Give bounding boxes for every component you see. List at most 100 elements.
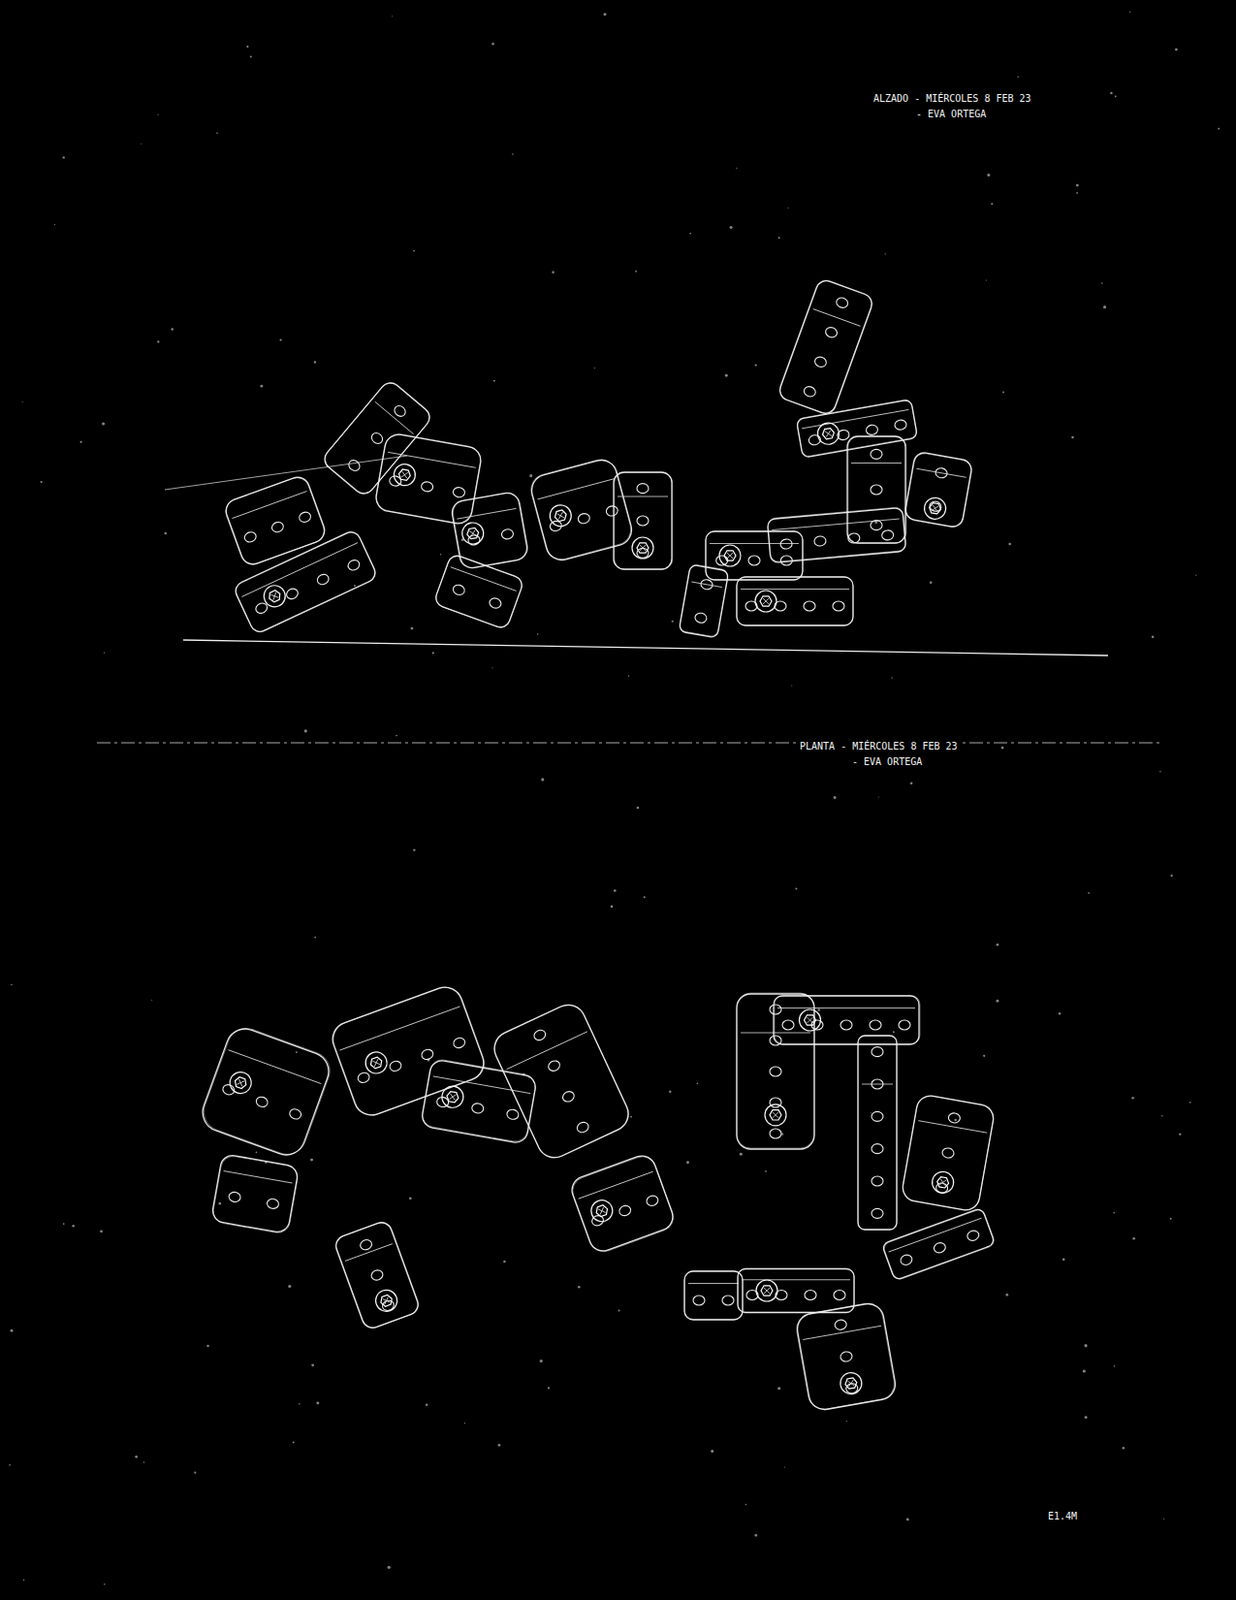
speck (71, 1224, 75, 1228)
bolt-hole (769, 1097, 782, 1108)
speck (1112, 1211, 1115, 1214)
speck (1170, 874, 1173, 877)
plate-outline (857, 1035, 897, 1230)
plate-outline (433, 552, 525, 630)
speck (170, 327, 173, 330)
speck (784, 1466, 786, 1468)
washer (260, 581, 289, 610)
washer (226, 1068, 254, 1096)
bolt-hole (824, 325, 839, 340)
fold-line (375, 401, 414, 434)
speck (1071, 436, 1075, 440)
bolt-hole (865, 423, 880, 436)
fold-line (507, 1031, 588, 1070)
washer (719, 544, 741, 567)
speck (409, 1197, 412, 1201)
meccano-plate (766, 507, 907, 564)
plate-outline (198, 1022, 336, 1160)
bolt-hole (501, 528, 515, 540)
bolt-hole (576, 511, 591, 525)
speck (777, 1386, 781, 1390)
fold-line (740, 588, 850, 590)
speck (54, 223, 56, 225)
fold-line (617, 496, 668, 498)
meccano-plate (684, 1269, 743, 1320)
plate-outline (766, 507, 906, 563)
bolt-hole (420, 1047, 436, 1062)
bolt-hole (893, 418, 908, 431)
bolt-hole (948, 1111, 962, 1124)
plate-outline (794, 1300, 898, 1412)
speck (412, 848, 415, 851)
bolt-hole (488, 596, 504, 610)
meccano-plate (795, 398, 918, 458)
nut (760, 596, 772, 606)
speck (103, 651, 105, 653)
bolt-hole (636, 483, 649, 494)
meccano-plate (568, 1151, 678, 1256)
plate-outline (857, 1035, 897, 1230)
speck (151, 999, 153, 1001)
bolt-hole (532, 1027, 547, 1042)
speck (491, 42, 495, 46)
speck (140, 143, 142, 145)
speck (492, 666, 494, 668)
speck (725, 374, 729, 378)
meccano-plate (449, 490, 530, 570)
speck (910, 781, 914, 785)
nut (267, 589, 283, 603)
speck (1132, 1236, 1136, 1240)
plate-outline (197, 1023, 335, 1161)
speck (295, 1050, 298, 1053)
sheet-note: ALZADO - MIÉRCOLES 8 FEB 23 (870, 93, 1035, 105)
washer (838, 1370, 863, 1395)
plate-outline (568, 1151, 677, 1255)
plate-outline (684, 1270, 743, 1320)
bolt-hole (780, 538, 793, 550)
plate-outline (848, 436, 907, 543)
plate-outline (433, 553, 525, 631)
bolt-hole (769, 1066, 782, 1077)
bolt-hole (965, 1228, 981, 1242)
bolt-hole (297, 510, 313, 525)
speck (1001, 746, 1005, 750)
fold-line (888, 1217, 983, 1252)
bolt-hole (898, 1019, 911, 1030)
plate-outline (488, 998, 634, 1163)
bolt-hole (452, 486, 467, 499)
fold-line (433, 1076, 531, 1094)
fold-line (741, 1278, 851, 1280)
bolt-hole (346, 558, 361, 572)
speck (1008, 542, 1012, 546)
bolt-hole (694, 611, 708, 624)
nut (398, 468, 412, 480)
screw-slot (931, 505, 939, 512)
screw-slot (763, 1287, 770, 1294)
speck (1087, 891, 1090, 894)
speck (99, 1229, 103, 1233)
fold-line (450, 567, 517, 592)
fold-line (777, 1007, 916, 1009)
speck (314, 936, 317, 939)
plate-outline (332, 1219, 421, 1331)
speck (255, 1151, 258, 1154)
plate-outline (527, 455, 634, 563)
bolt-hole (604, 505, 619, 518)
washer (816, 420, 841, 445)
bolt-hole (546, 1058, 562, 1073)
meccano-plate (776, 277, 875, 416)
plate-outline (488, 999, 634, 1164)
screw-slot (372, 1058, 381, 1067)
bolt-hole (243, 530, 258, 544)
fold-line (861, 1083, 893, 1085)
speck (870, 1111, 872, 1113)
screw-slot (382, 1296, 391, 1304)
speck (1129, 11, 1131, 13)
plate-outline (327, 982, 489, 1120)
construction-line (164, 455, 408, 490)
plate-outline (320, 379, 435, 499)
speck (311, 1362, 315, 1366)
fold-line (688, 1282, 739, 1284)
bolt-hole (471, 1102, 485, 1114)
